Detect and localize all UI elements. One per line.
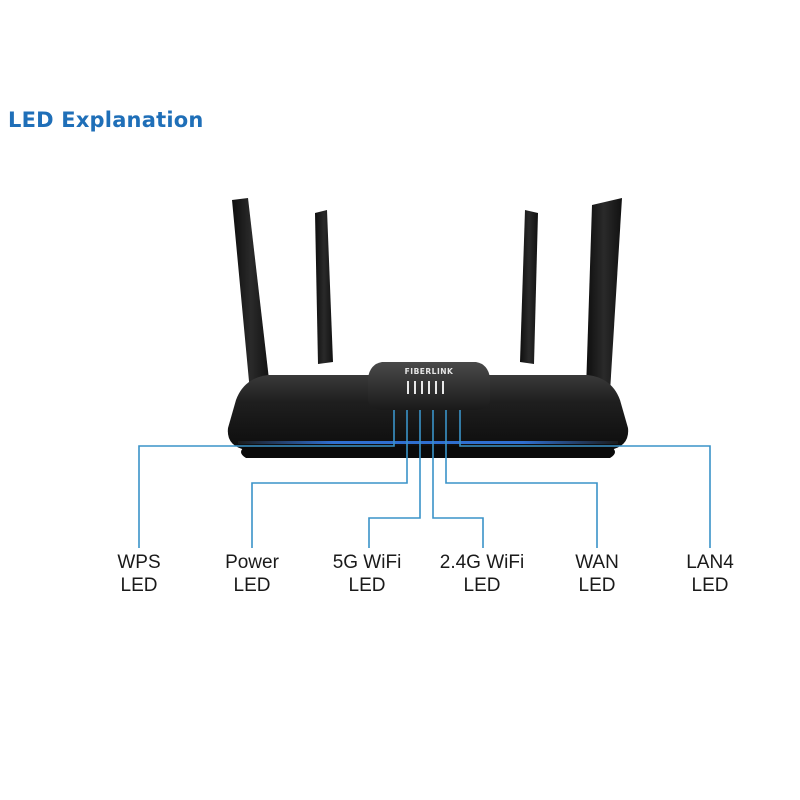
page-title: LED Explanation xyxy=(8,108,204,132)
callout-line-power xyxy=(251,410,408,548)
label-line-1: Power xyxy=(225,552,279,573)
label-line-1: WPS xyxy=(117,552,161,573)
antenna-outer-right xyxy=(586,198,622,392)
label-line-2: LED xyxy=(578,575,616,596)
label-line-1: 5G WiFi xyxy=(332,552,402,573)
label-lan4-led: LAN4 LED xyxy=(650,551,770,597)
label-power-led: Power LED xyxy=(192,551,312,597)
antenna-inner-right xyxy=(520,210,538,364)
brand-logo: FIBERLINK xyxy=(405,367,454,376)
antenna-outer-left xyxy=(232,198,270,392)
callout-line-5g xyxy=(368,410,421,548)
callout-line-wps xyxy=(138,410,395,548)
label-line-1: WAN xyxy=(575,552,619,573)
callout-line-24g xyxy=(432,410,484,548)
label-wps-led: WPS LED xyxy=(79,551,199,597)
callout-line-lan4 xyxy=(459,410,711,548)
label-5g-wifi-led: 5G WiFi LED xyxy=(307,551,427,597)
label-line-2: LED xyxy=(233,575,271,596)
label-line-2: LED xyxy=(348,575,386,596)
label-line-1: LAN4 xyxy=(686,552,734,573)
led-indicators xyxy=(407,381,444,394)
label-wan-led: WAN LED xyxy=(537,551,657,597)
label-line-2: LED xyxy=(463,575,501,596)
label-line-2: LED xyxy=(691,575,729,596)
label-line-1: 2.4G WiFi xyxy=(439,552,525,573)
label-line-2: LED xyxy=(120,575,158,596)
accent-strip xyxy=(238,441,618,444)
label-24g-wifi-led: 2.4G WiFi LED xyxy=(422,551,542,597)
antenna-inner-left xyxy=(315,210,333,364)
router-base xyxy=(241,446,615,458)
router-body xyxy=(227,375,629,450)
callout-line-wan xyxy=(445,410,598,548)
